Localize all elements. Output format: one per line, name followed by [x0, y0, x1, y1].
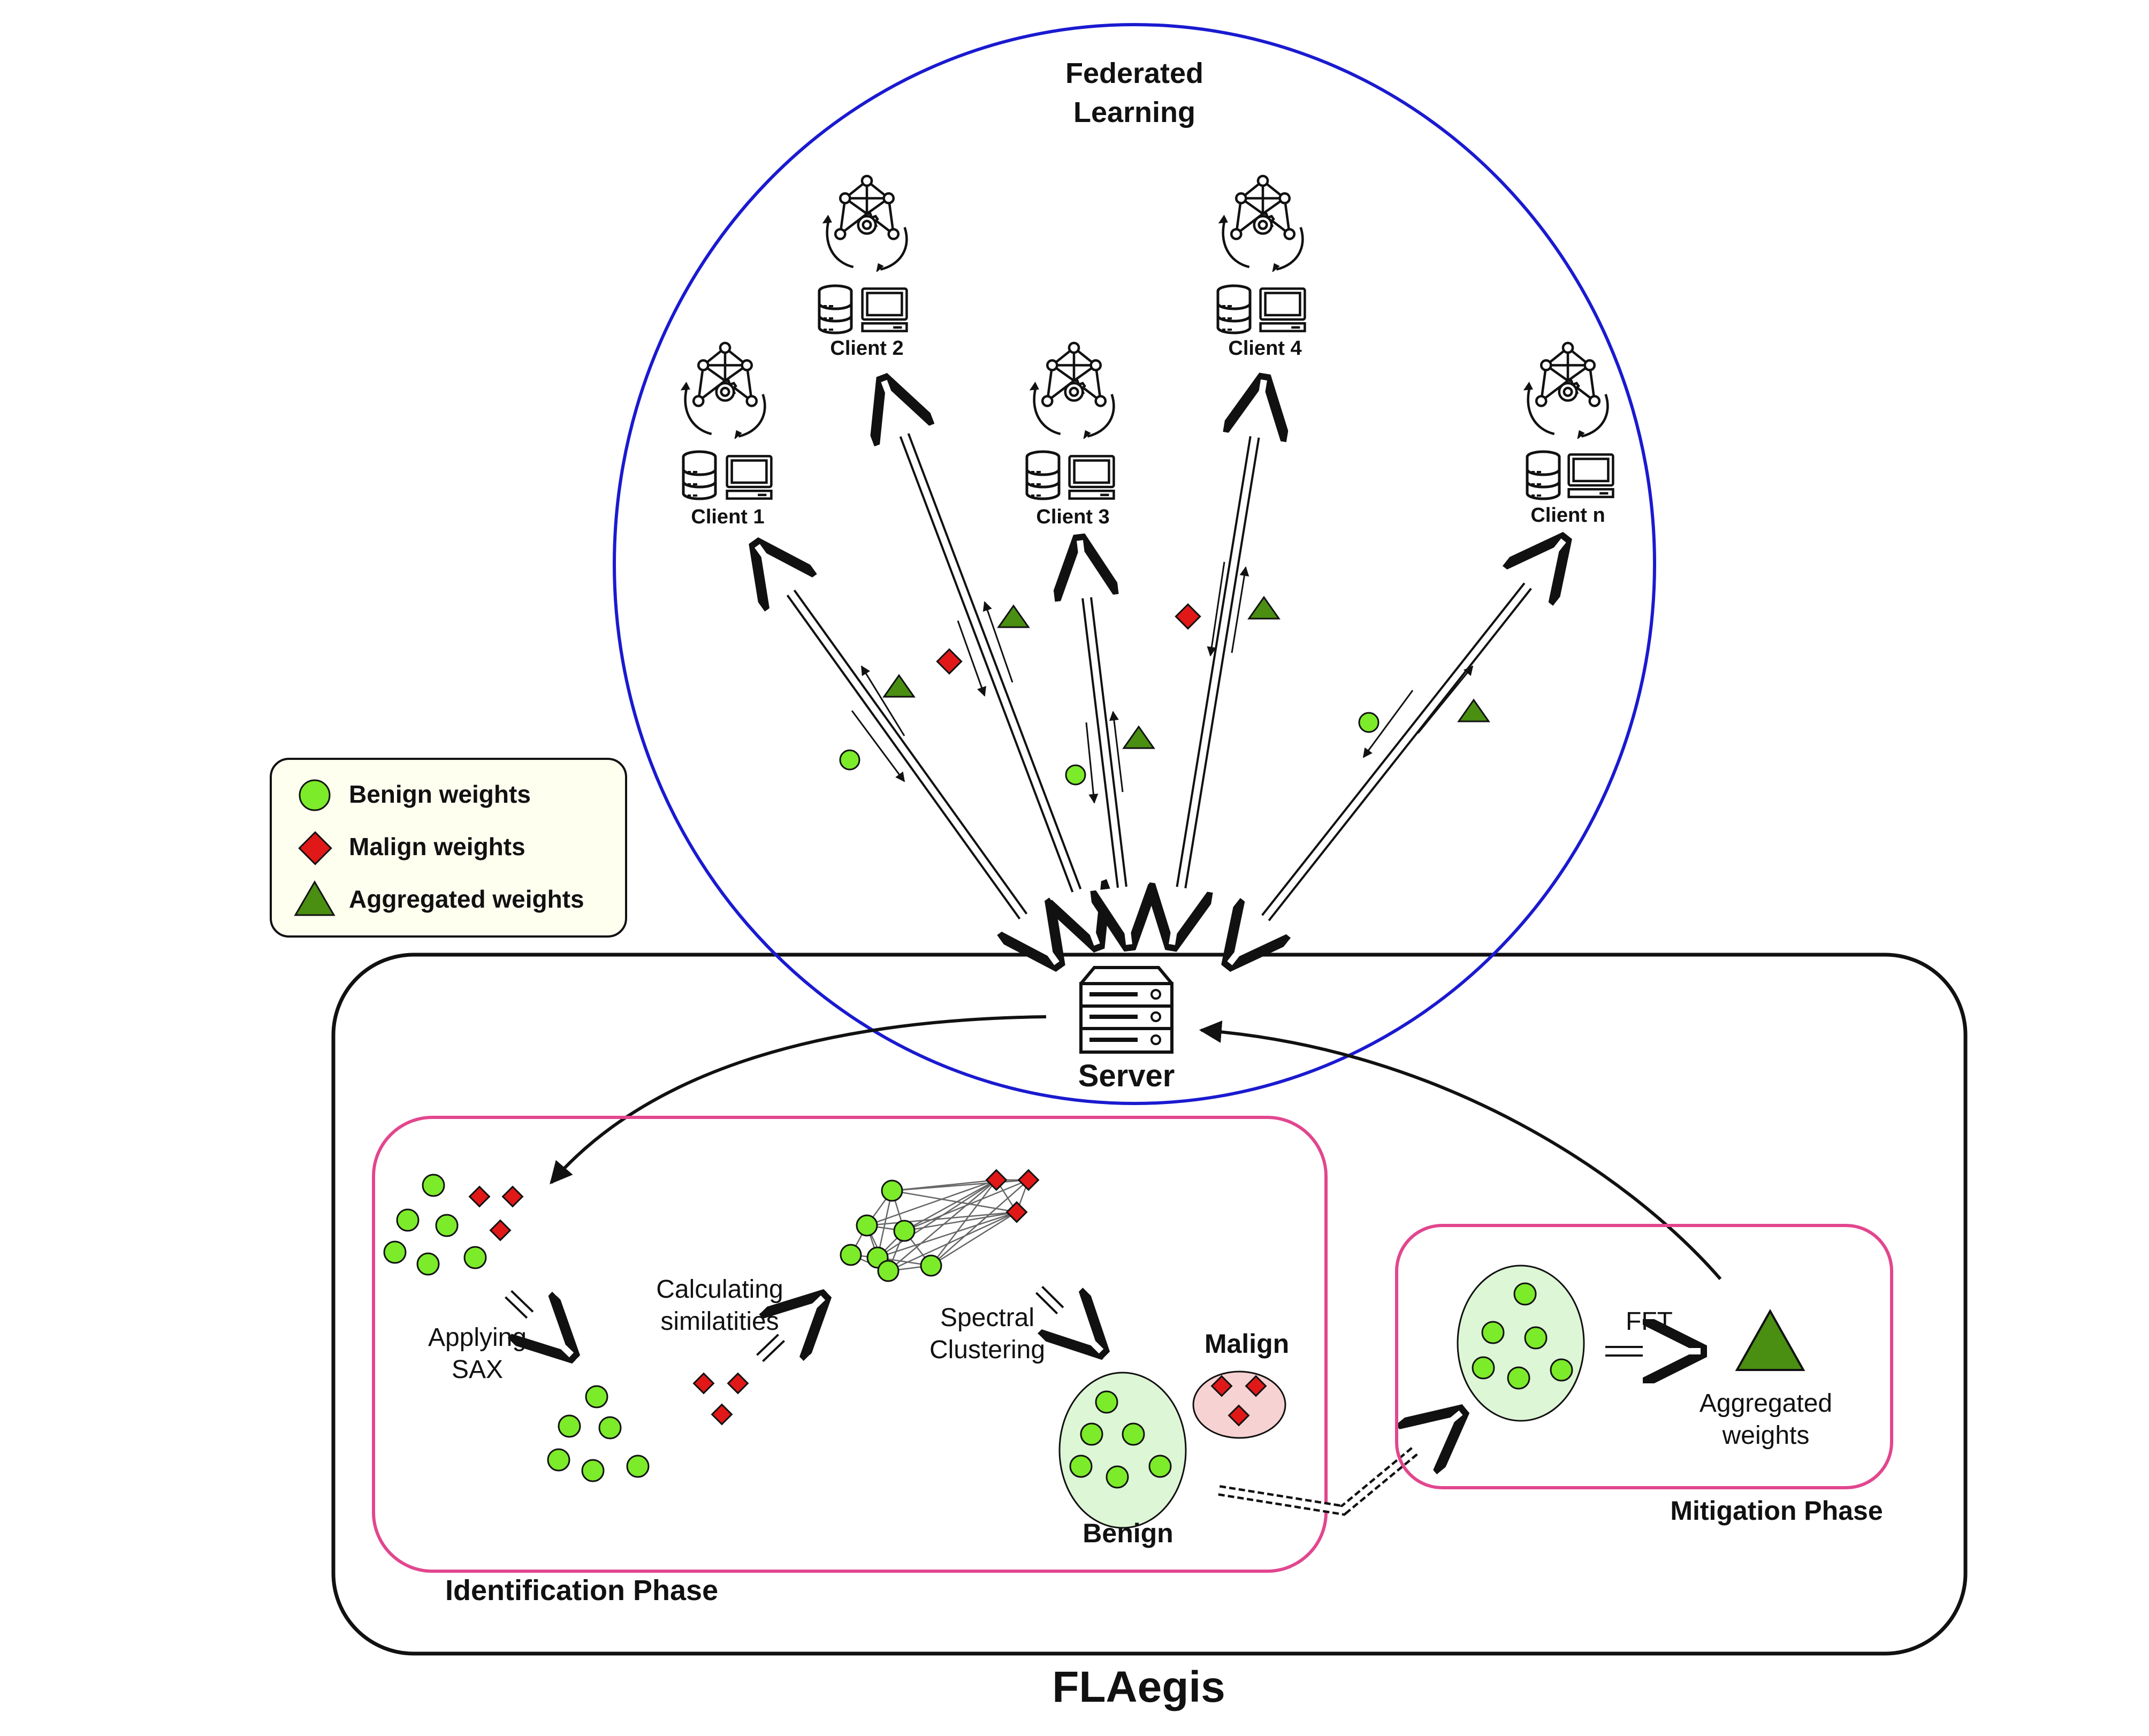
benign-weight	[1358, 712, 1380, 733]
download-arrow	[1417, 665, 1474, 734]
sax-weights-group	[547, 1385, 650, 1482]
client-1-label: Client 1	[691, 506, 764, 528]
upload-arrow	[1207, 561, 1225, 657]
computer-icon	[727, 456, 772, 498]
link-client-3-server	[1080, 540, 1129, 945]
client-3-label: Client 3	[1036, 506, 1109, 528]
client-4: Client 4	[1218, 176, 1305, 360]
upload-arrow	[1362, 690, 1414, 758]
step-spec-label-line2: Clustering	[929, 1336, 1045, 1364]
mitigation-benign-cluster	[1457, 1265, 1585, 1422]
step-sim-label-line2: similatities	[660, 1307, 779, 1336]
malign-weight	[936, 648, 963, 675]
link-client-n-server	[1230, 540, 1564, 963]
similarity-graph	[840, 1169, 1040, 1282]
download-arrow	[1109, 711, 1124, 793]
database-icon	[819, 286, 851, 333]
client-2-label: Client 2	[830, 337, 903, 360]
benign-to-mitigation-arrow	[1218, 1413, 1461, 1516]
download-arrow	[860, 665, 905, 736]
spectral-step-arrow	[1035, 1285, 1101, 1351]
federated-learning-circle	[613, 23, 1656, 1105]
identification-phase-box	[372, 1116, 1328, 1573]
raw-weights-group	[383, 1174, 487, 1276]
legend-aggregated-symbol	[294, 880, 336, 916]
benign-cluster	[1058, 1372, 1187, 1529]
sax-step-arrow	[505, 1290, 571, 1355]
legend-benign-symbol	[299, 779, 331, 811]
aggregated-weight	[882, 674, 916, 698]
step-spec-label-line1: Spectral	[940, 1304, 1034, 1332]
link-client-4-server	[1172, 380, 1264, 945]
step-sax-label-line1: Applying	[428, 1323, 527, 1352]
client-1: Client 1	[681, 343, 772, 528]
aggregated-weight	[997, 604, 1030, 628]
sax-malign-group	[692, 1372, 749, 1426]
flaegis-title: FLAegis	[1052, 1663, 1225, 1711]
download-arrow	[982, 601, 1013, 683]
fl-title-line1: Federated	[1065, 57, 1203, 89]
legend-malign-symbol	[298, 831, 332, 865]
server-label: Server	[1078, 1059, 1175, 1093]
benign-weight	[1065, 764, 1086, 786]
fl-title-line2: Learning	[1073, 96, 1195, 128]
client-3: Client 3	[1027, 343, 1114, 528]
malign-cluster	[1192, 1370, 1286, 1439]
database-icon	[1218, 286, 1250, 333]
server-to-identification-arrow	[550, 1015, 1047, 1185]
fft-label: FFT	[1626, 1307, 1673, 1336]
legend-benign-label: Benign weights	[349, 780, 531, 808]
upload-arrow	[1085, 722, 1099, 804]
database-icon	[1527, 452, 1559, 499]
link-client-2-server	[884, 381, 1097, 945]
network-training-icon	[1218, 176, 1303, 273]
similarity-step-arrow	[756, 1298, 823, 1362]
upload-arrow	[957, 620, 987, 697]
aggregated-weight-result	[1735, 1308, 1805, 1371]
upload-arrow	[851, 710, 905, 782]
computer-icon	[1569, 454, 1613, 497]
mitigation-phase-box	[1395, 1224, 1893, 1489]
database-icon	[683, 452, 715, 499]
network-training-icon	[1523, 343, 1608, 440]
benign-cluster-label: Benign	[1083, 1518, 1173, 1548]
mitigation-to-server-arrow	[1199, 1020, 1722, 1280]
step-sax-label-line2: SAX	[452, 1356, 503, 1384]
legend: Benign weights Malign weights Aggregated…	[270, 758, 627, 938]
download-arrow	[1231, 566, 1249, 653]
network-training-icon	[681, 343, 765, 440]
aggregated-weight	[1457, 698, 1490, 722]
aggregated-weight	[1122, 725, 1155, 749]
network-training-icon	[822, 176, 907, 273]
aggregated-weight	[1247, 596, 1281, 620]
raw-malign-group	[468, 1185, 524, 1242]
computer-icon	[1070, 456, 1114, 498]
client-4-label: Client 4	[1228, 337, 1301, 360]
client-2: Client 2	[819, 176, 906, 360]
step-sim-label-line1: Calculating	[656, 1275, 783, 1304]
server: Server	[1078, 966, 1175, 1093]
malign-weight	[1175, 603, 1201, 630]
identification-phase-title: Identification Phase	[445, 1574, 718, 1606]
malign-cluster-label: Malign	[1205, 1329, 1289, 1359]
client-n-label: Client n	[1530, 504, 1605, 527]
computer-icon	[1261, 288, 1305, 331]
benign-weight	[839, 749, 860, 771]
network-training-icon	[1030, 343, 1114, 440]
mitigation-phase-title: Mitigation Phase	[1670, 1496, 1883, 1526]
database-icon	[1027, 452, 1059, 499]
computer-icon	[863, 288, 907, 331]
legend-aggregated-label: Aggregated weights	[349, 885, 584, 913]
client-n: Client n	[1523, 343, 1613, 527]
legend-malign-label: Malign weights	[349, 833, 525, 861]
result-label-line2: weights	[1722, 1421, 1810, 1450]
result-label-line1: Aggregated	[1700, 1389, 1832, 1418]
